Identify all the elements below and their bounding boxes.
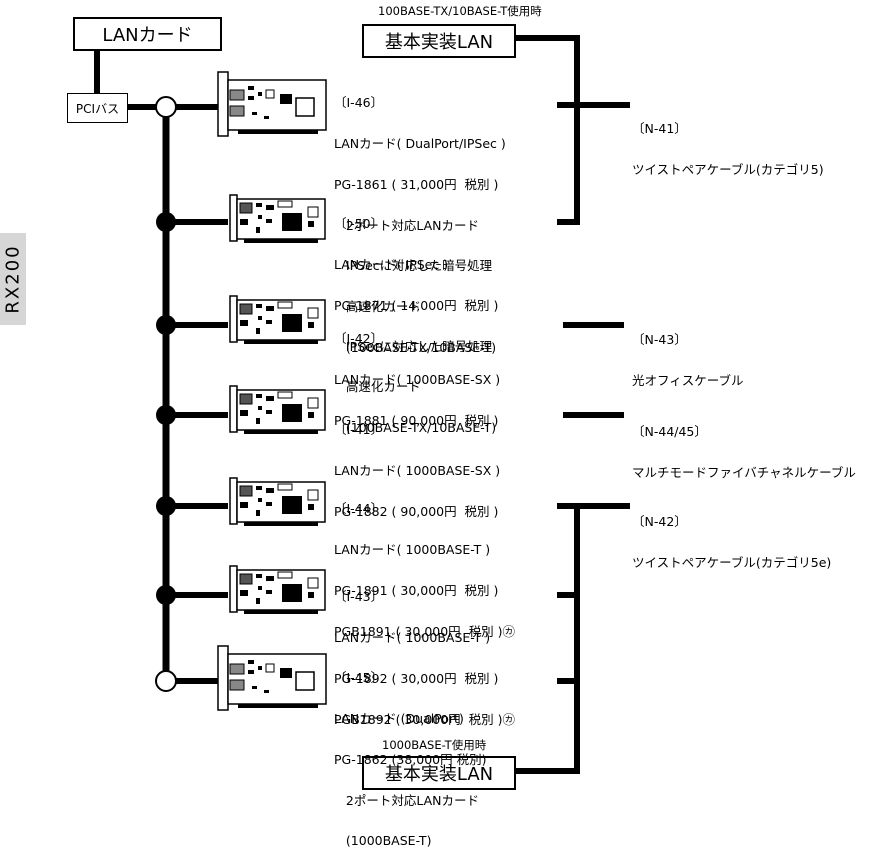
cable-line: 〔N-44/45〕 [632,424,707,440]
lan-card-box-label: LANカード [102,25,193,46]
card-line: PG-1881 ( 90,000円 税別 ) [334,412,499,428]
cable-description: 〔N-41〕 ツイストペアケーブル(カテゴリ5) [632,95,824,190]
card-description: 〔I-50〕 LANカード( IPSec ) PG-1871 ( 14,000円… [334,190,498,448]
bus-node [156,496,176,516]
card-line: LANカード( DualPort/IPSec ) [334,135,506,151]
card-line: 2ポート対応LANカード [334,217,480,233]
cable-description: 〔N-43〕 光オフィスケーブル [632,306,744,401]
card-line: PG-1861 ( 31,000円 税別 ) [334,176,499,192]
card-line: 高速化カード [334,379,421,395]
card-line: PG-1892 ( 30,000円 税別 ) [334,670,499,686]
cable-line: マルチモードファイバチャネルケーブル [632,464,856,480]
lan-card-image [229,477,326,527]
cable-line: 〔N-43〕 [632,332,687,348]
lan-card-image [217,71,327,137]
card-line: LANカード( IPSec ) [334,256,449,272]
bus-node [156,212,176,232]
bus-node [156,585,176,605]
bus-node [156,315,176,335]
top-lan-caption: 100BASE-TX/10BASE-T使用時 [378,4,542,18]
pci-bus-label: PCIバス [75,101,120,116]
side-tab: RX200 [0,233,26,325]
cable-description: 〔N-44/45〕 マルチモードファイバチャネルケーブル [632,398,856,493]
card-line: 〔I-45〕 [334,670,384,686]
card-line: 高速化カード [334,299,421,315]
bus-node [156,405,176,425]
bottom-lan-label: 基本実装LAN [384,764,494,785]
cable-line: 光オフィスケーブル [632,372,744,388]
connection-lines [94,35,630,774]
card-line: 〔I-44〕 [334,501,384,517]
top-lan-box: 基本実装LAN [362,24,516,58]
card-description: 〔I-45〕 LANカード (DualPort) PG-1862 (38,000… [334,644,486,862]
top-lan-label: 基本実装LAN [384,32,494,53]
card-description: 〔I-42〕 LANカード( 1000BASE-SX ) PG-1881 ( 9… [334,305,500,441]
bottom-lan-box: 基本実装LAN [362,756,516,790]
card-line: PG-1882 ( 90,000円 税別 ) [334,503,499,519]
card-line: PGB1891 ( 30,000円 税別 )㋕ [334,623,515,639]
bus-node-open [155,96,177,118]
lan-card-image [229,194,326,244]
pci-bus-box: PCIバス [67,93,128,123]
card-line: 2ポート対応LANカード [334,792,480,808]
card-line: 〔I-41〕 [334,422,384,438]
lan-card-image [229,385,326,435]
card-description: 〔I-43〕 LANカード( 1000BASE-T ) PG-1892 ( 30… [334,563,515,740]
card-line: 〔I-43〕 [334,589,384,605]
card-description: 〔I-44〕 LANカード( 1000BASE-T ) PG-1891 ( 30… [334,475,515,652]
cable-line: 〔N-42〕 [632,514,687,530]
cable-line: ツイストペアケーブル(カテゴリ5) [632,161,824,177]
card-line: IPSecに対応した暗号処理 [334,258,493,274]
lan-card-image [229,565,326,615]
card-line: PG-1871 ( 14,000円 税別 ) [334,297,499,313]
card-line: 〔I-46〕 [334,95,384,111]
card-line: 〔I-42〕 [334,331,384,347]
card-line: IPSecに対応した暗号処理 [334,338,493,354]
bottom-lan-caption: 1000BASE-T使用時 [382,738,487,752]
cable-description: 〔N-42〕 ツイストペアケーブル(カテゴリ5e) [632,488,831,583]
card-line: LANカード( 1000BASE-T ) [334,541,491,557]
card-description: 〔I-41〕 LANカード( 1000BASE-SX ) PG-1882 ( 9… [334,396,500,532]
lan-card-box: LANカード [73,17,222,51]
card-line: LANカード( 1000BASE-T ) [334,629,491,645]
card-line: LANカード( 1000BASE-SX ) [334,462,501,478]
bus-node-open [155,670,177,692]
card-line: (1000BASE-T) [334,833,432,849]
card-line: 〔I-50〕 [334,216,384,232]
cable-line: ツイストペアケーブル(カテゴリ5e) [632,554,832,570]
card-line: PG-1891 ( 30,000円 税別 ) [334,582,499,598]
card-line: (100BASE-TX/10BASE-T) [334,339,497,355]
card-line: LANカード (DualPort) [334,710,464,726]
card-description: 〔I-46〕 LANカード( DualPort/IPSec ) PG-1861 … [334,69,506,368]
card-line: PG-1862 (38,000円 税別) [334,751,487,767]
card-line: LANカード( 1000BASE-SX ) [334,371,501,387]
card-line: PGB1892 ( 30,000円 税別 )㋕ [334,711,515,727]
cable-line: 〔N-41〕 [632,121,687,137]
card-line: (100BASE-TX/10BASE-T) [334,420,497,436]
lan-card-image [229,295,326,345]
lan-card-image [217,645,327,711]
